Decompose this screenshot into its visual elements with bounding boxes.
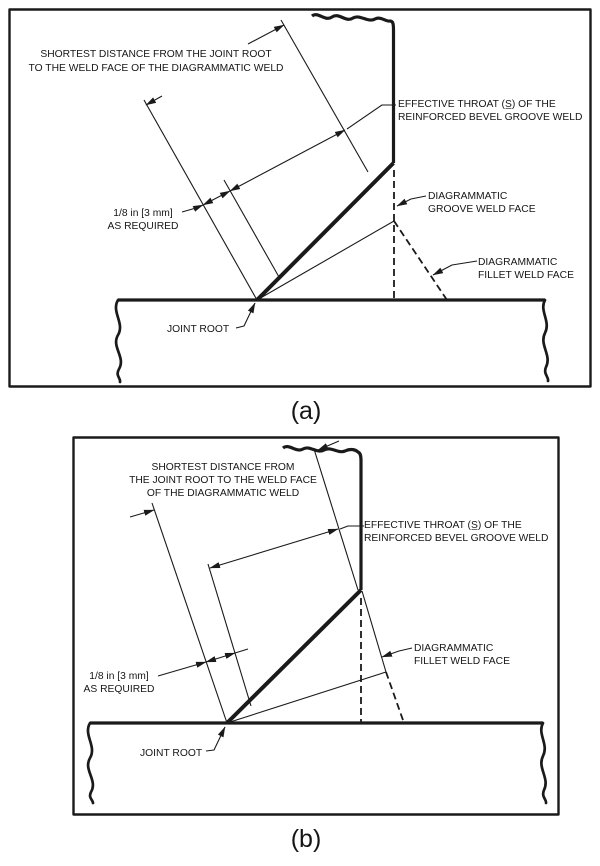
plate-break-line-left-a bbox=[114, 298, 123, 384]
groove-face-leader-a bbox=[396, 195, 427, 207]
panel-a-border bbox=[8, 8, 592, 388]
plate-break-line-right-a bbox=[541, 298, 550, 383]
effective-throat-leader-a bbox=[346, 104, 396, 130]
gap-dimension-arrows-b bbox=[205, 652, 236, 663]
panel-b: SHORTEST DISTANCE FROM THE JOINT ROOT TO… bbox=[72, 436, 560, 816]
shortest-distance-arrow-upper-b bbox=[317, 440, 340, 451]
joint-root-label-b: JOINT ROOT bbox=[140, 748, 203, 759]
fillet-weld-face-dashed-b bbox=[385, 671, 405, 724]
panel-a: SHORTEST DISTANCE FROM THE JOINT ROOT TO… bbox=[8, 8, 592, 388]
extension-line-weld-face-a bbox=[280, 19, 369, 173]
extension-line-offset-a bbox=[223, 179, 280, 278]
effective-throat-label-a: EFFECTIVE THROAT (S̲) OF THE bbox=[398, 99, 556, 110]
gap-dimension-overshoot-b bbox=[234, 648, 249, 654]
plate-break-line-left-b bbox=[86, 721, 95, 805]
gap-label2-b: AS REQUIRED bbox=[84, 684, 155, 695]
groove-face-label-a: DIAGRAMMATIC bbox=[428, 191, 508, 202]
fillet-face-label-b: DIAGRAMMATIC bbox=[414, 643, 494, 654]
gap-label2-a: AS REQUIRED bbox=[108, 221, 179, 232]
vertical-member-edge-b bbox=[281, 445, 363, 590]
shortest-distance-label2-a: TO THE WELD FACE OF THE DIAGRAMMATIC WEL… bbox=[29, 63, 284, 74]
joint-root-label-a: JOINT ROOT bbox=[167, 324, 230, 335]
fillet-weld-face-dashed-a bbox=[393, 220, 448, 301]
gap-label-a: 1/8 in [3 mm] bbox=[113, 208, 173, 219]
shortest-distance-arrow-lower-b bbox=[129, 509, 155, 518]
vertical-member-edge-a bbox=[310, 13, 396, 163]
panel-b-border bbox=[72, 436, 560, 816]
effective-throat-dimension-b bbox=[209, 528, 339, 569]
root-reference-line-b bbox=[226, 671, 387, 724]
caption-a: (a) bbox=[291, 397, 322, 425]
effective-throat-label-b: EFFECTIVE THROAT (S̲) OF THE bbox=[364, 520, 522, 531]
effective-throat-label2-a: REINFORCED BEVEL GROOVE WELD bbox=[398, 112, 582, 123]
gap-dimension-arrows-a bbox=[202, 190, 231, 206]
gap-label-b: 1/8 in [3 mm] bbox=[89, 671, 149, 682]
effective-throat-label2-b: REINFORCED BEVEL GROOVE WELD bbox=[364, 533, 548, 544]
fillet-weld-face-solid-b bbox=[361, 590, 387, 673]
extension-line-offset-b bbox=[207, 563, 252, 707]
extension-line-joint-root-b bbox=[151, 502, 228, 724]
extension-line-joint-root-a bbox=[143, 99, 258, 301]
fillet-face-label2-b: FILLET WELD FACE bbox=[414, 656, 510, 667]
gap-dimension-leader-b bbox=[157, 661, 207, 677]
root-reference-line-a bbox=[256, 220, 395, 301]
caption-b: (b) bbox=[291, 825, 322, 853]
shortest-distance-label-a: SHORTEST DISTANCE FROM THE JOINT ROOT bbox=[40, 49, 272, 60]
fillet-face-label-a: DIAGRAMMATIC bbox=[478, 257, 558, 268]
joint-root-leader-a bbox=[235, 302, 256, 329]
joint-root-leader-b bbox=[205, 726, 226, 752]
effective-throat-dimension-a bbox=[229, 129, 346, 192]
groove-face-label2-a: GROOVE WELD FACE bbox=[428, 204, 536, 215]
fillet-face-leader-b bbox=[381, 647, 413, 658]
extension-line-weld-face-b bbox=[313, 448, 359, 591]
weld-bead-face-a bbox=[255, 161, 395, 302]
fillet-face-leader-a bbox=[432, 260, 478, 276]
effective-throat-leader-b bbox=[339, 525, 364, 530]
weld-bead-face-b bbox=[225, 588, 363, 725]
gap-dimension-leader-a bbox=[181, 204, 204, 213]
plate-break-line-right-b bbox=[539, 721, 548, 805]
shortest-distance-label3-b: OF THE DIAGRAMMATIC WELD bbox=[147, 488, 299, 499]
shortest-distance-arrow-upper-a bbox=[247, 24, 285, 45]
shortest-distance-label-b: SHORTEST DISTANCE FROM bbox=[151, 462, 294, 473]
shortest-distance-label2-b: THE JOINT ROOT TO THE WELD FACE bbox=[129, 475, 317, 486]
shortest-distance-arrow-lower-a bbox=[145, 95, 163, 106]
fillet-face-label2-a: FILLET WELD FACE bbox=[478, 270, 574, 281]
